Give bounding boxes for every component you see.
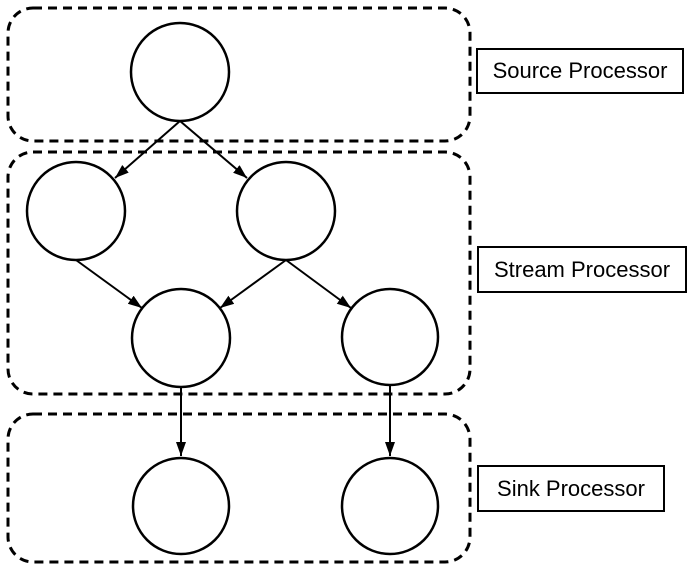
stream-node-bottom-right [340, 287, 440, 387]
stream-processor-label: Stream Processor [477, 246, 687, 293]
edge-stream-top-right-to-bottom-right [285, 259, 352, 309]
sink-processor-label: Sink Processor [477, 465, 665, 512]
stream-node-bottom-left [130, 287, 232, 389]
source-region-boundary [6, 6, 472, 143]
stream-node-top-left [25, 160, 127, 262]
sink-region-boundary [6, 412, 472, 564]
stream-region-boundary [6, 150, 472, 396]
source-processor-label-text: Source Processor [492, 58, 668, 83]
edge-stream-top-left-to-bottom-left [75, 259, 143, 309]
edge-source-to-stream-top-right [179, 120, 248, 179]
source-processor-label: Source Processor [476, 48, 684, 94]
edge-stream-top-right-to-bottom-left [219, 259, 287, 309]
stream-node-top-right [235, 160, 337, 262]
edge-source-to-stream-top-left [114, 120, 181, 179]
stream-processor-label-text: Stream Processor [493, 256, 671, 282]
sink-node-left [131, 456, 231, 556]
sink-node-right [340, 456, 440, 556]
sink-processor-label-text: Sink Processor [497, 475, 645, 501]
source-node [129, 21, 231, 123]
